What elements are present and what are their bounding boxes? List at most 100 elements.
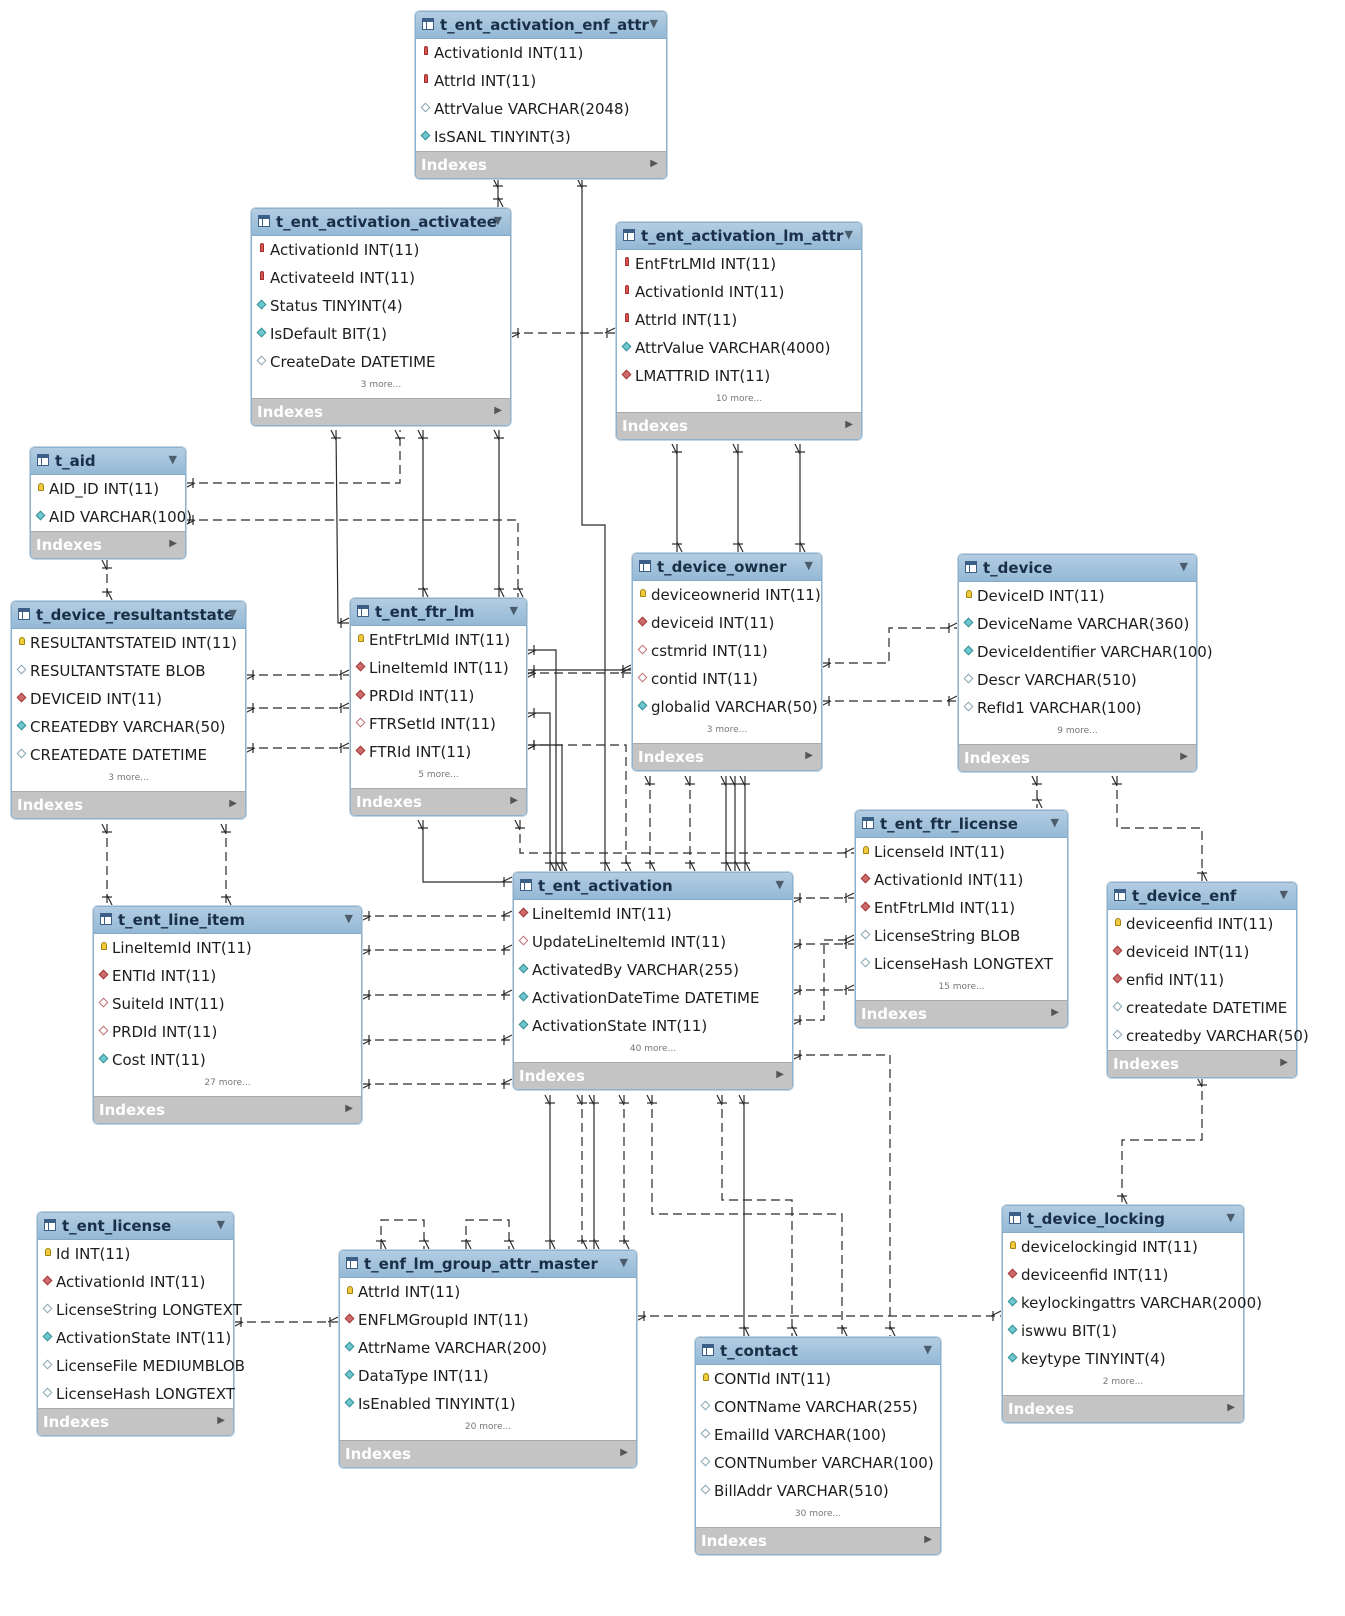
column-row[interactable]: contid INT(11) (633, 665, 821, 693)
column-row[interactable]: AttrValue VARCHAR(2048) (416, 95, 666, 123)
expand-arrow-icon[interactable]: ▶ (924, 1534, 932, 1545)
column-row[interactable]: deviceenfid INT(11) (1003, 1261, 1243, 1289)
column-row[interactable]: UpdateLineItemId INT(11) (514, 928, 792, 956)
column-row[interactable]: FTRId INT(11) (351, 738, 526, 766)
table-header[interactable]: t_device_owner ▼ (633, 554, 821, 581)
table-enf_attr[interactable]: t_ent_activation_enf_attr ▼ ActivationId… (415, 11, 667, 179)
indexes-section[interactable]: Indexes ▶ (340, 1440, 636, 1467)
column-row[interactable]: DEVICEID INT(11) (12, 685, 245, 713)
column-row[interactable]: IsSANL TINYINT(3) (416, 123, 666, 151)
column-row[interactable]: ActivationId INT(11) (856, 866, 1067, 894)
expand-arrow-icon[interactable]: ▶ (805, 750, 813, 761)
expand-arrow-icon[interactable]: ▶ (1280, 1057, 1288, 1068)
table-header[interactable]: t_ent_activation_activatee ▼ (252, 209, 510, 236)
table-device[interactable]: t_device ▼ DeviceID INT(11)DeviceName VA… (958, 554, 1213, 772)
expand-arrow-icon[interactable]: ▶ (620, 1447, 628, 1458)
indexes-section[interactable]: Indexes ▶ (514, 1062, 792, 1089)
table-header[interactable]: t_ent_ftr_lm ▼ (351, 599, 526, 626)
collapse-arrow-icon[interactable]: ▼ (216, 1218, 225, 1231)
collapse-arrow-icon[interactable]: ▼ (649, 17, 658, 30)
column-row[interactable]: CONTNumber VARCHAR(100) (696, 1449, 940, 1477)
column-row[interactable]: SuiteId INT(11) (94, 990, 361, 1018)
indexes-section[interactable]: Indexes ▶ (31, 531, 185, 558)
column-row[interactable]: AttrName VARCHAR(200) (340, 1334, 636, 1362)
column-row[interactable]: BillAddr VARCHAR(510) (696, 1477, 940, 1505)
expand-arrow-icon[interactable]: ▶ (776, 1069, 784, 1080)
table-header[interactable]: t_aid ▼ (31, 448, 185, 475)
indexes-section[interactable]: Indexes ▶ (416, 151, 666, 178)
table-header[interactable]: t_ent_ftr_license ▼ (856, 811, 1067, 838)
collapse-arrow-icon[interactable]: ▼ (1050, 816, 1059, 829)
column-row[interactable]: AID VARCHAR(100) (31, 503, 192, 531)
table-ent_license[interactable]: t_ent_license ▼ Id INT(11)ActivationId I… (37, 1212, 245, 1436)
collapse-arrow-icon[interactable]: ▼ (509, 604, 518, 617)
indexes-section[interactable]: Indexes ▶ (12, 791, 245, 818)
column-row[interactable]: Status TINYINT(4) (252, 292, 510, 320)
table-header[interactable]: t_contact ▼ (696, 1338, 940, 1365)
column-row[interactable]: EntFtrLMId INT(11) (856, 894, 1067, 922)
column-row[interactable]: createdate DATETIME (1108, 994, 1296, 1022)
column-row[interactable]: ActivationState INT(11) (514, 1012, 792, 1040)
indexes-section[interactable]: Indexes ▶ (617, 412, 861, 439)
indexes-section[interactable]: Indexes ▶ (959, 744, 1196, 771)
column-row[interactable]: Id INT(11) (38, 1240, 233, 1268)
collapse-arrow-icon[interactable]: ▼ (844, 228, 853, 241)
column-row[interactable]: CREATEDBY VARCHAR(50) (12, 713, 245, 741)
column-row[interactable]: ActivateeId INT(11) (252, 264, 510, 292)
column-row[interactable]: keylockingattrs VARCHAR(2000) (1003, 1289, 1262, 1317)
table-line_item[interactable]: t_ent_line_item ▼ LineItemId INT(11)ENTI… (93, 906, 362, 1124)
collapse-arrow-icon[interactable]: ▼ (168, 453, 177, 466)
collapse-arrow-icon[interactable]: ▼ (228, 607, 237, 620)
indexes-section[interactable]: Indexes ▶ (696, 1527, 940, 1554)
indexes-section[interactable]: Indexes ▶ (633, 743, 821, 770)
column-row[interactable]: PRDId INT(11) (94, 1018, 361, 1046)
expand-arrow-icon[interactable]: ▶ (229, 798, 237, 809)
column-row[interactable]: DeviceID INT(11) (959, 582, 1196, 610)
column-row[interactable]: IsEnabled TINYINT(1) (340, 1390, 636, 1418)
column-row[interactable]: AID_ID INT(11) (31, 475, 185, 503)
table-group_attr[interactable]: t_enf_lm_group_attr_master ▼ AttrId INT(… (339, 1250, 637, 1468)
column-row[interactable]: IsDefault BIT(1) (252, 320, 510, 348)
table-header[interactable]: t_enf_lm_group_attr_master ▼ (340, 1251, 636, 1278)
table-locking[interactable]: t_device_locking ▼ devicelockingid INT(1… (1002, 1205, 1262, 1423)
table-header[interactable]: t_device_enf ▼ (1108, 883, 1296, 910)
table-device_enf[interactable]: t_device_enf ▼ deviceenfid INT(11)device… (1107, 882, 1309, 1078)
column-row[interactable]: keytype TINYINT(4) (1003, 1345, 1243, 1373)
table-ftr_license[interactable]: t_ent_ftr_license ▼ LicenseId INT(11)Act… (855, 810, 1068, 1028)
column-row[interactable]: EmailId VARCHAR(100) (696, 1421, 940, 1449)
expand-arrow-icon[interactable]: ▶ (845, 419, 853, 430)
table-contact[interactable]: t_contact ▼ CONTId INT(11)CONTName VARCH… (695, 1337, 941, 1555)
expand-arrow-icon[interactable]: ▶ (169, 538, 177, 549)
collapse-arrow-icon[interactable]: ▼ (619, 1256, 628, 1269)
column-row[interactable]: LineItemId INT(11) (514, 900, 792, 928)
table-header[interactable]: t_ent_activation ▼ (514, 873, 792, 900)
column-row[interactable]: ActivationDateTime DATETIME (514, 984, 792, 1012)
column-row[interactable]: EntFtrLMId INT(11) (351, 626, 526, 654)
column-row[interactable]: LicenseString BLOB (856, 922, 1067, 950)
table-header[interactable]: t_device_locking ▼ (1003, 1206, 1243, 1233)
column-row[interactable]: deviceenfid INT(11) (1108, 910, 1296, 938)
indexes-section[interactable]: Indexes ▶ (252, 398, 510, 425)
column-row[interactable]: CONTName VARCHAR(255) (696, 1393, 940, 1421)
column-row[interactable]: ENFLMGroupId INT(11) (340, 1306, 636, 1334)
column-row[interactable]: AttrValue VARCHAR(4000) (617, 334, 861, 362)
column-row[interactable]: ENTId INT(11) (94, 962, 361, 990)
collapse-arrow-icon[interactable]: ▼ (344, 912, 353, 925)
indexes-section[interactable]: Indexes ▶ (856, 1000, 1067, 1027)
column-row[interactable]: Cost INT(11) (94, 1046, 361, 1074)
table-header[interactable]: t_device_resultantstate ▼ (12, 602, 245, 629)
expand-arrow-icon[interactable]: ▶ (494, 405, 502, 416)
column-row[interactable]: ActivatedBy VARCHAR(255) (514, 956, 792, 984)
column-row[interactable]: createdby VARCHAR(50) (1108, 1022, 1309, 1050)
column-row[interactable]: deviceid INT(11) (633, 609, 821, 637)
expand-arrow-icon[interactable]: ▶ (510, 795, 518, 806)
column-row[interactable]: ActivationId INT(11) (416, 39, 666, 67)
table-activatee[interactable]: t_ent_activation_activatee ▼ ActivationI… (251, 208, 511, 426)
table-lm_attr[interactable]: t_ent_activation_lm_attr ▼ EntFtrLMId IN… (616, 222, 862, 440)
column-row[interactable]: RESULTANTSTATEID INT(11) (12, 629, 245, 657)
column-row[interactable]: PRDId INT(11) (351, 682, 526, 710)
table-header[interactable]: t_ent_activation_lm_attr ▼ (617, 223, 861, 250)
column-row[interactable]: deviceid INT(11) (1108, 938, 1296, 966)
column-row[interactable]: CREATEDATE DATETIME (12, 741, 245, 769)
column-row[interactable]: ActivationId INT(11) (617, 278, 861, 306)
